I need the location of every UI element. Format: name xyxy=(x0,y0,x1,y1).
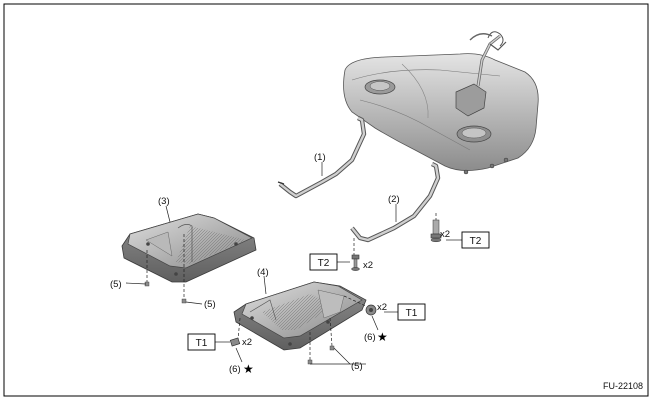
fuel-tank-band-1 xyxy=(277,116,367,199)
torque-box-t2-right: T2 xyxy=(461,231,490,249)
figure-id: FU-22108 xyxy=(603,381,643,391)
svg-text:T1: T1 xyxy=(406,308,418,319)
leader-lines xyxy=(125,162,462,365)
clip-markers xyxy=(144,281,335,365)
callout-2: (2) xyxy=(388,194,400,205)
star-mark-left: ★ xyxy=(243,362,254,376)
nut-t1-left xyxy=(229,337,241,347)
torque-box-t1-right: T1 xyxy=(397,303,426,321)
svg-text:T2: T2 xyxy=(318,258,330,269)
torque-box-t1-left: T1 xyxy=(187,333,216,351)
bolt-t2-right xyxy=(430,219,442,243)
qty-t1-right: x2 xyxy=(377,302,387,313)
star-mark-right: ★ xyxy=(377,330,388,344)
fuel-tank xyxy=(343,31,539,175)
protector-cover-4 xyxy=(233,281,367,351)
qty-t2-right: x2 xyxy=(440,229,450,240)
bolt-t2-left xyxy=(351,254,360,271)
callout-5-bottom: (5) xyxy=(351,361,363,372)
protector-cover-3 xyxy=(121,213,257,283)
callout-5-center: (5) xyxy=(204,299,216,310)
fuel-tank-band-2 xyxy=(350,162,441,243)
diagram-frame xyxy=(3,3,649,397)
callout-1: (1) xyxy=(314,152,326,163)
callout-4: (4) xyxy=(257,267,269,278)
svg-text:T2: T2 xyxy=(470,236,482,247)
callout-6-left: (6) xyxy=(229,364,241,375)
qty-t1-left: x2 xyxy=(242,337,252,348)
callout-3: (3) xyxy=(158,196,170,207)
callout-6-right: (6) xyxy=(364,332,376,343)
qty-t2-left: x2 xyxy=(363,260,373,271)
nut-t1-right xyxy=(365,304,377,316)
callout-5-left: (5) xyxy=(110,279,122,290)
svg-text:T1: T1 xyxy=(196,338,208,349)
torque-box-t2-left: T2 xyxy=(309,253,338,271)
